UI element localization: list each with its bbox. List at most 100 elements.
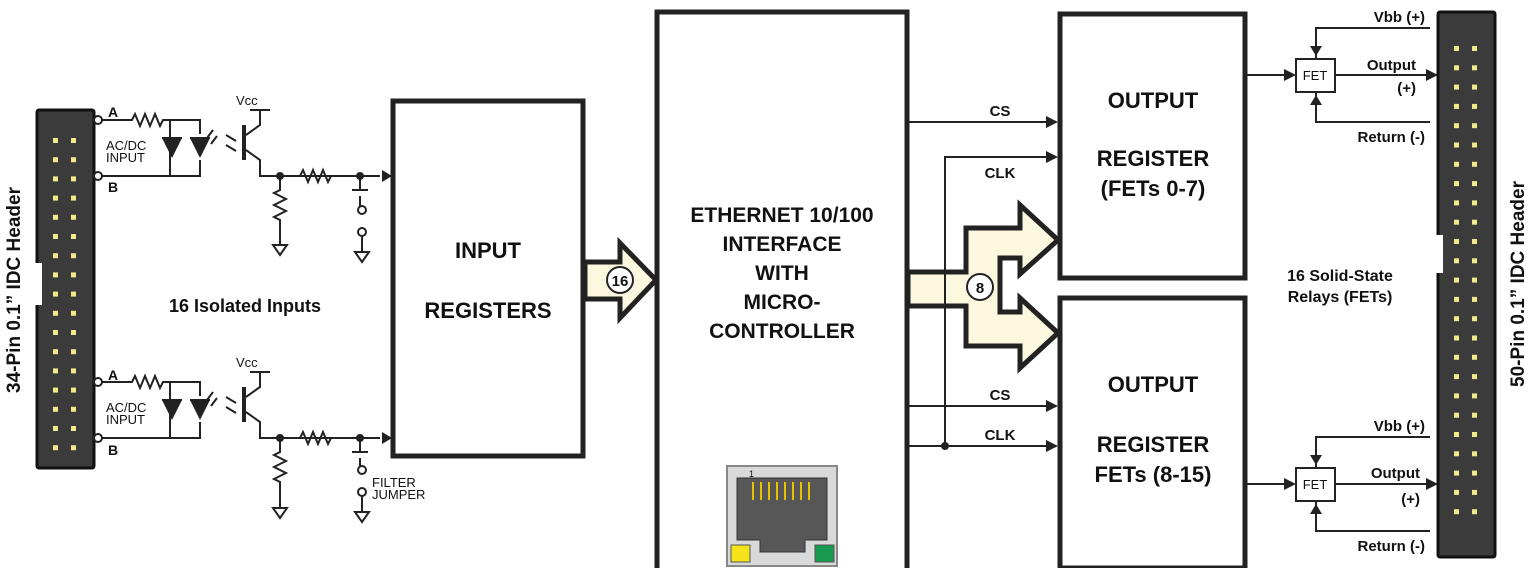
output-register-1-block xyxy=(1057,11,1248,281)
output-bus-width: 8 xyxy=(976,280,984,297)
header-pin xyxy=(1472,65,1477,71)
header-pin xyxy=(1472,451,1477,457)
header-pin xyxy=(71,349,76,355)
header-pin xyxy=(71,445,76,451)
header-pin xyxy=(53,387,58,393)
mcu-label-3: WITH xyxy=(755,262,809,285)
link-led-icon xyxy=(730,544,751,563)
header-pin xyxy=(1472,393,1477,399)
terminal-b-label-2: B xyxy=(108,442,118,458)
return-label-2: Return (-) xyxy=(1358,538,1426,555)
output-label-2: Output xyxy=(1371,465,1420,482)
header-pin xyxy=(1472,258,1477,264)
fet-bottom: FET Vbb (+) Output (+) Return (-) xyxy=(1245,418,1438,555)
header-pin xyxy=(53,406,58,412)
header-pin xyxy=(71,387,76,393)
input-registers-label-2: REGISTERS xyxy=(424,298,551,323)
terminal-a-label-2: A xyxy=(108,367,118,383)
fet-top: FET Vbb (+) Output (+) Return (-) xyxy=(1245,9,1438,146)
input-bus-width: 16 xyxy=(612,273,629,290)
header-pin xyxy=(1454,142,1459,148)
output-plus-label-1: (+) xyxy=(1397,80,1416,97)
header-pin xyxy=(71,368,76,374)
input-registers-block xyxy=(390,98,586,459)
header-pin xyxy=(1472,296,1477,302)
header-pin xyxy=(1472,46,1477,51)
header-pin xyxy=(71,138,76,143)
header-pin xyxy=(71,272,76,278)
input-header-label: 34-Pin 0.1” IDC Header xyxy=(4,186,25,393)
header-pin xyxy=(1472,277,1477,283)
header-pin xyxy=(1472,470,1477,476)
header-pin xyxy=(71,195,76,201)
header-pin xyxy=(1454,374,1459,380)
header-pin xyxy=(53,195,58,201)
led-icon-2 xyxy=(190,400,210,420)
input-circuit-top: A B AC/DC INPUT Vcc xyxy=(93,93,392,264)
rj45-jack-icon: 1 xyxy=(726,465,838,567)
header-pin xyxy=(1472,142,1477,148)
header-pin xyxy=(53,330,58,335)
header-pin xyxy=(71,426,76,431)
header-pin xyxy=(1472,123,1477,129)
header-pin xyxy=(53,176,58,182)
header-pin xyxy=(53,272,58,278)
header-pin xyxy=(1472,239,1477,244)
acdc-input-label: AC/DC xyxy=(106,138,146,153)
output-header-label: 50-Pin 0.1” IDC Header xyxy=(1508,180,1529,387)
input-registers-label-1: INPUT xyxy=(455,238,522,263)
header-pin xyxy=(1472,200,1477,206)
fet-label-2: FET xyxy=(1303,477,1328,492)
vcc-label-2: Vcc xyxy=(236,355,258,370)
header-pin xyxy=(1454,181,1459,187)
header-pin xyxy=(1454,161,1459,167)
mcu-label-4: MICRO- xyxy=(744,291,821,314)
fet-label-1: FET xyxy=(1303,68,1328,83)
header-pin xyxy=(1472,354,1477,360)
output-bus-arrow: 8 xyxy=(905,199,1062,374)
header-pin xyxy=(1472,219,1477,225)
header-pin xyxy=(71,157,76,163)
header-pin xyxy=(53,368,58,374)
output-header-pins xyxy=(1454,46,1477,515)
header-pin xyxy=(53,253,58,259)
vcc-label: Vcc xyxy=(236,93,258,108)
diode-icon-2 xyxy=(162,400,182,420)
header-pin xyxy=(71,176,76,182)
header-pin xyxy=(1454,123,1459,129)
output-register-2-label-1: OUTPUT xyxy=(1108,372,1199,397)
input-bus-arrow: 16 xyxy=(582,236,660,325)
output-register-1-label-3: (FETs 0-7) xyxy=(1101,176,1206,201)
header-pin xyxy=(1472,161,1477,167)
header-pin xyxy=(1454,84,1459,90)
header-pin xyxy=(1454,489,1459,495)
header-pin xyxy=(53,349,58,355)
header-pin xyxy=(53,310,58,316)
header-pin xyxy=(1454,277,1459,283)
header-pin xyxy=(1454,432,1459,437)
header-pin xyxy=(1454,412,1459,418)
header-pin xyxy=(1454,354,1459,360)
acdc-input-label-2: INPUT xyxy=(106,150,145,165)
header-pin xyxy=(71,406,76,412)
acdc-input-label-4: INPUT xyxy=(106,412,145,427)
input-circuit-bottom: A B AC/DC INPUT Vcc FILTER JUMPER xyxy=(93,355,425,524)
cs-label-2: CS xyxy=(990,387,1011,404)
relays-label-2: Relays (FETs) xyxy=(1288,289,1393,306)
header-pin xyxy=(1454,335,1459,341)
header-pin xyxy=(53,426,58,431)
activity-led-icon xyxy=(814,544,835,563)
output-register-2-block xyxy=(1057,295,1248,568)
output-plus-label-2: (+) xyxy=(1401,491,1420,508)
control-signals: CS CLK CS CLK xyxy=(908,103,1058,452)
header-pin xyxy=(71,253,76,259)
header-pin xyxy=(1472,432,1477,437)
header-pin xyxy=(1472,489,1477,495)
header-pin xyxy=(53,138,58,143)
acdc-input-label-3: AC/DC xyxy=(106,400,146,415)
terminal-a-label: A xyxy=(108,104,118,120)
header-pin xyxy=(1454,219,1459,225)
header-pin xyxy=(71,291,76,297)
isolated-inputs-label: 16 Isolated Inputs xyxy=(169,296,321,316)
